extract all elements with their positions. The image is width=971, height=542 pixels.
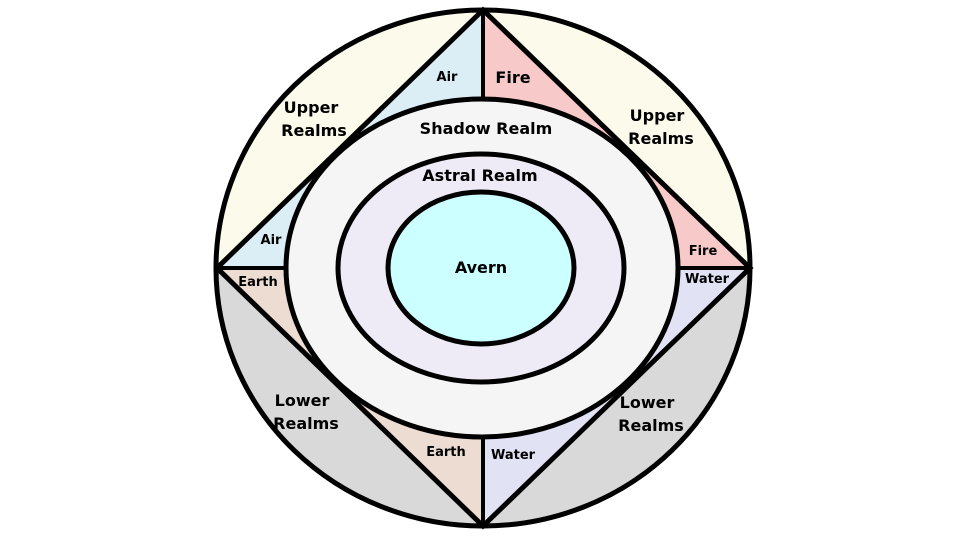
shadow-realm-label: Shadow Realm — [420, 119, 553, 138]
earth-bottom-label: Earth — [426, 445, 466, 460]
upper-realms-left-line2: Realms — [281, 121, 347, 140]
air-left-label: Air — [261, 233, 283, 248]
fire-right-label: Fire — [689, 244, 718, 259]
astral-realm-label: Astral Realm — [422, 166, 537, 185]
lower-realms-left-line1: Lower — [275, 391, 330, 410]
water-bottom-label: Water — [491, 448, 536, 463]
upper-realms-left-line1: Upper — [284, 98, 339, 117]
lower-realms-right-line1: Lower — [620, 393, 675, 412]
earth-left-label: Earth — [238, 275, 278, 290]
fire-top-label: Fire — [495, 68, 530, 87]
outer-circle — [213, 7, 753, 529]
upper-realms-right-line1: Upper — [630, 106, 685, 125]
water-right-label: Water — [685, 272, 730, 287]
avern-label: Avern — [455, 258, 507, 277]
lower-realms-right-line2: Realms — [618, 416, 684, 435]
air-top-label: Air — [437, 70, 459, 85]
avern-center — [385, 189, 577, 347]
upper-realms-right-line2: Realms — [628, 129, 694, 148]
lower-realms-left-line2: Realms — [273, 414, 339, 433]
